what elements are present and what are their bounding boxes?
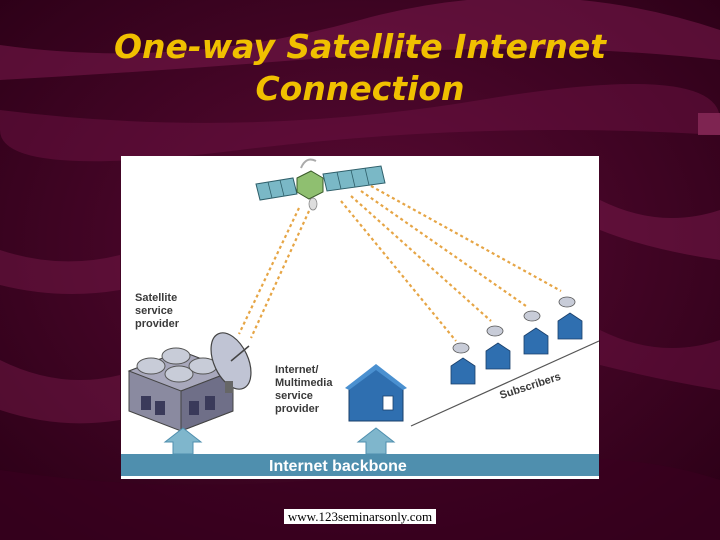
- diagram-graphics: Internet backbone Subscribers: [121, 158, 599, 476]
- ground-dish-icon: [210, 332, 252, 393]
- footer-url: www.123seminarsonly.com: [0, 509, 720, 525]
- signal-beams: [238, 185, 562, 342]
- satellite-provider-label: Satellite service provider: [135, 292, 180, 330]
- uplink-beam-1: [238, 207, 300, 335]
- satellite-diagram: Internet backbone Subscribers Satellite …: [121, 156, 599, 479]
- up-arrow-2: [356, 427, 396, 455]
- up-arrow-1: [163, 427, 203, 455]
- backbone-arrows: [163, 427, 396, 455]
- subscribers-label: Subscribers: [498, 371, 562, 402]
- backbone-bar: [121, 454, 599, 476]
- slide-title: One-way Satellite Internet Connection: [0, 26, 720, 110]
- downlink-beam-2: [350, 195, 492, 322]
- downlink-beam-1: [340, 200, 457, 342]
- title-line-2: Connection: [255, 69, 465, 108]
- isp-label: Internet/ Multimedia service provider: [275, 364, 333, 415]
- subscriber-house-1: [450, 342, 476, 385]
- subscriber-house-4: [557, 296, 583, 340]
- backbone-label: Internet backbone: [269, 458, 407, 475]
- subscriber-house-3: [523, 310, 549, 355]
- satellite-icon: [255, 158, 386, 211]
- isp-house-icon: [345, 364, 407, 422]
- subscriber-line: [410, 340, 599, 427]
- title-line-1: One-way Satellite Internet: [114, 27, 606, 66]
- subscriber-houses: [450, 296, 583, 385]
- uplink-beam-2: [249, 210, 311, 339]
- downlink-beam-4: [370, 185, 562, 292]
- downlink-beam-3: [360, 190, 527, 307]
- subscriber-house-2: [485, 325, 511, 370]
